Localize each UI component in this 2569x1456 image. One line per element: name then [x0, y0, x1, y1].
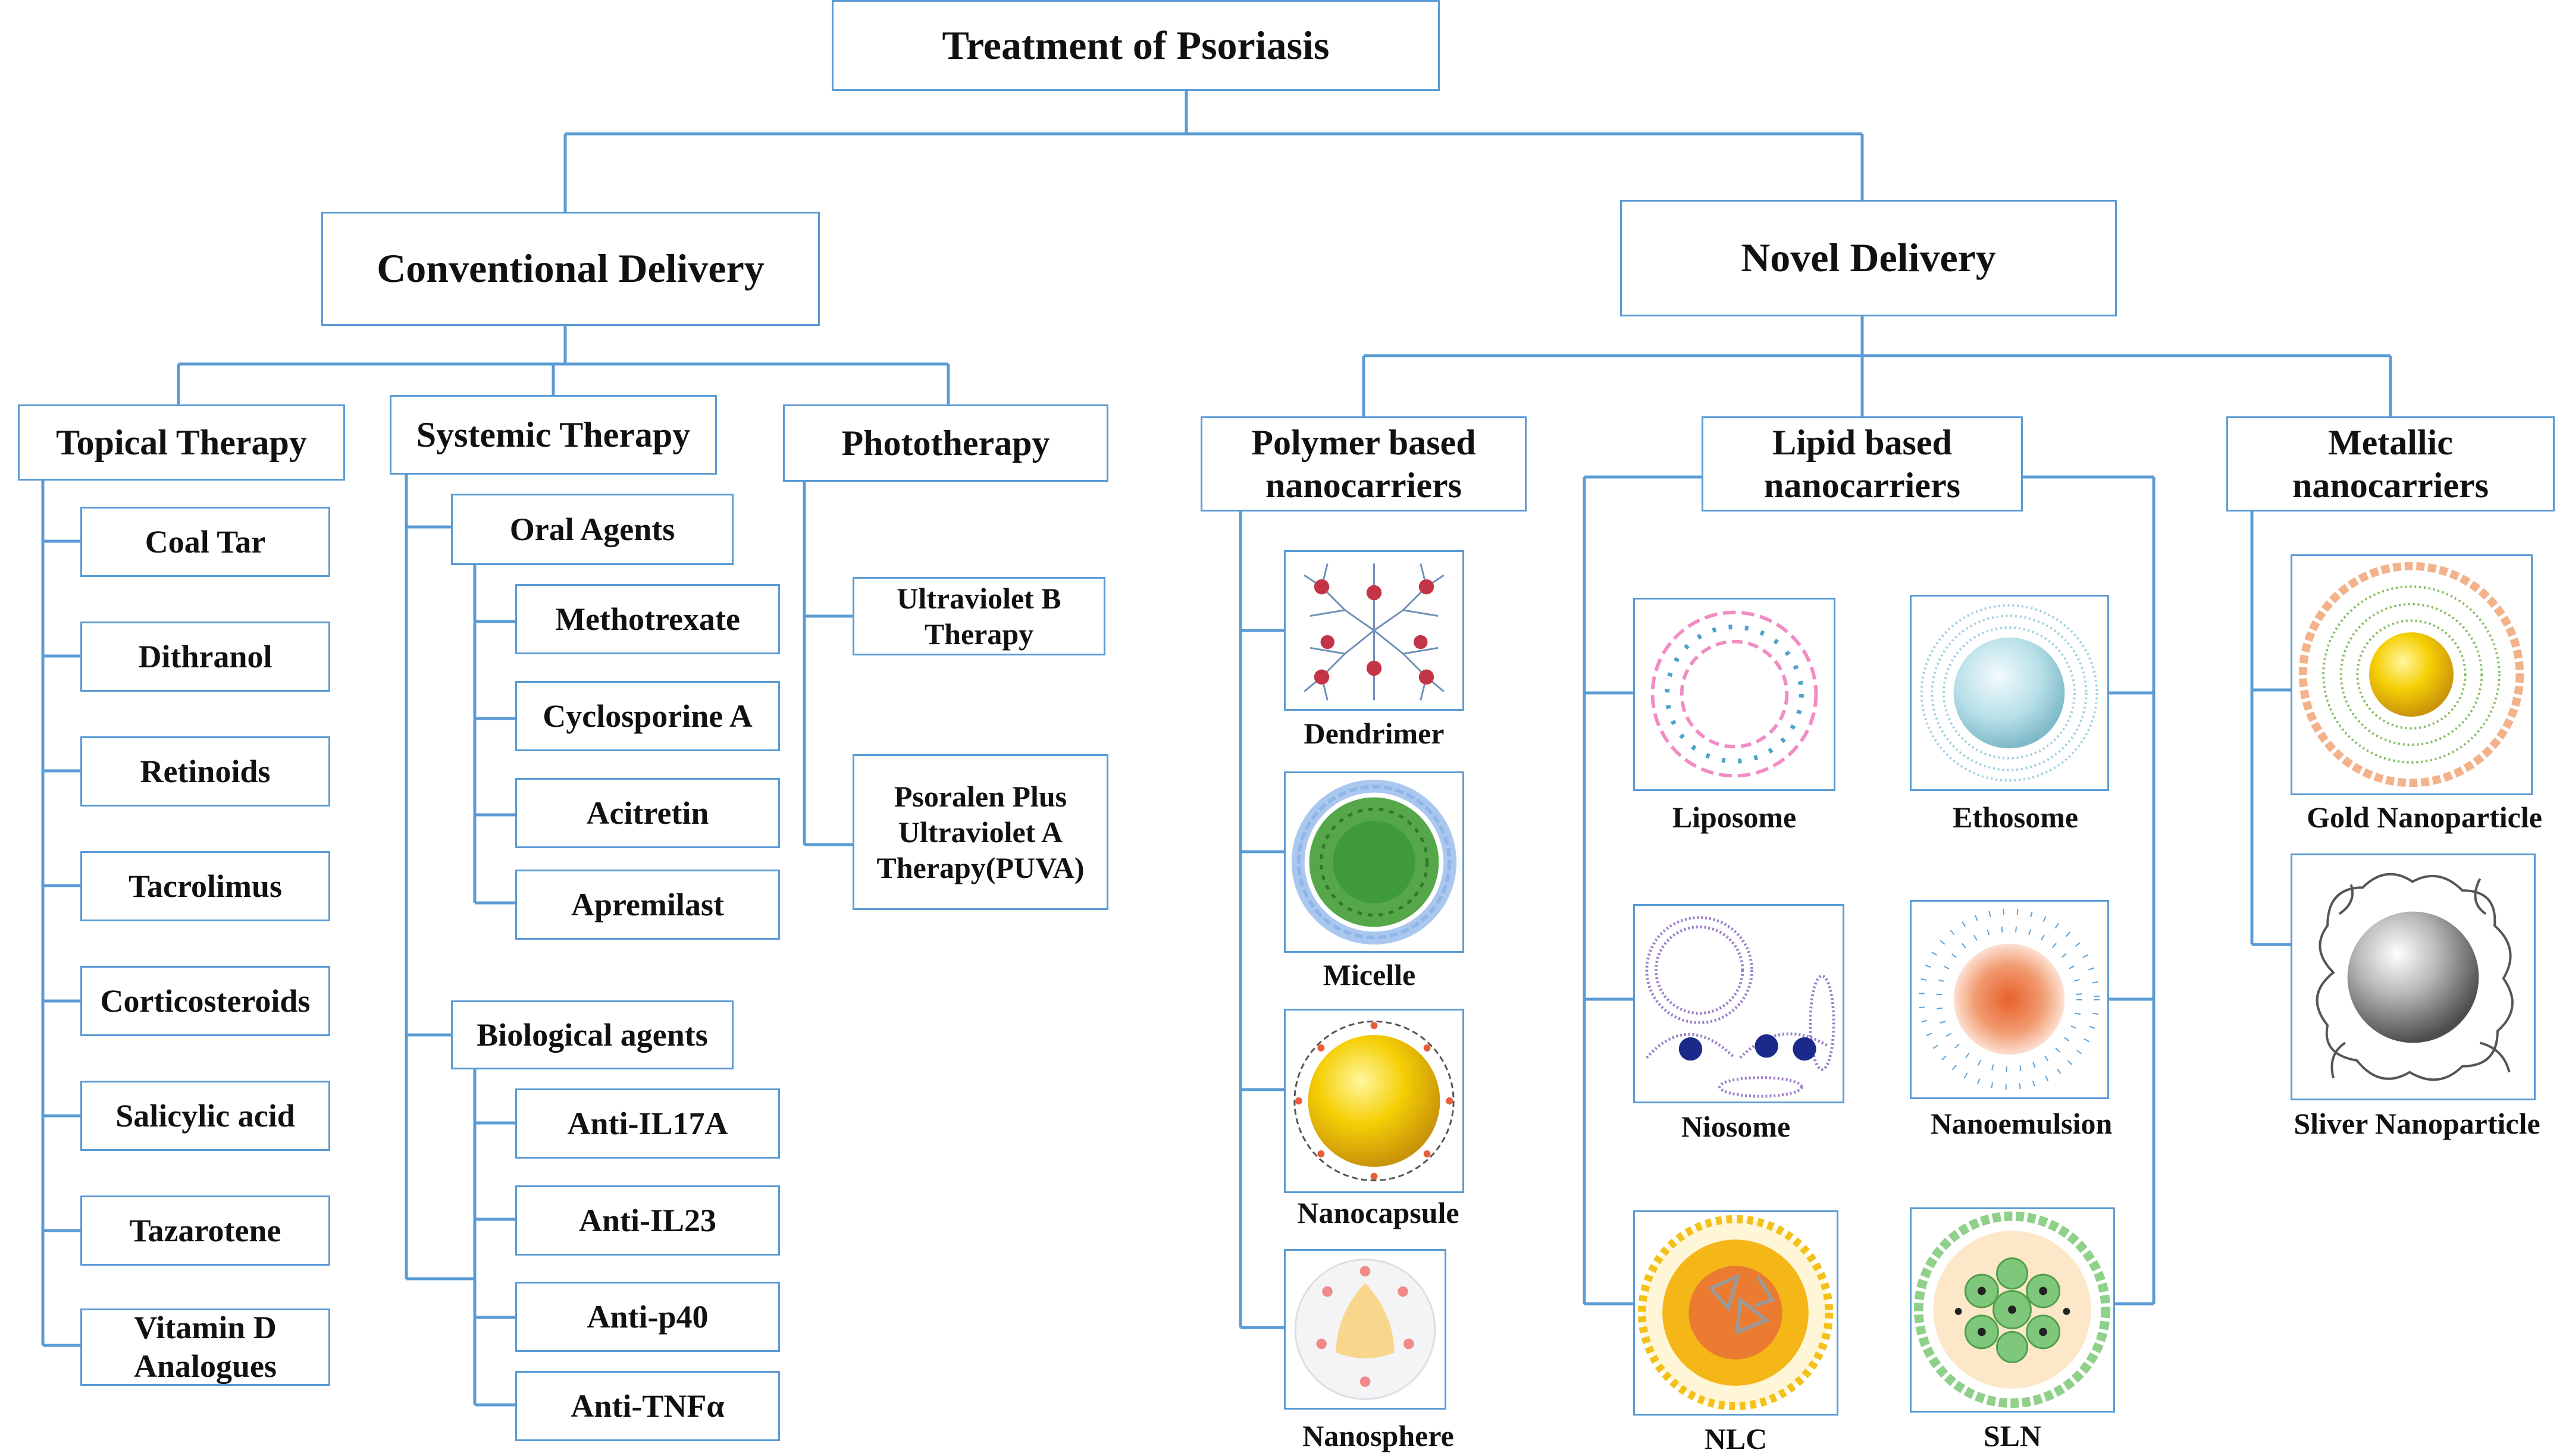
gold-nanoparticle-icon — [2298, 561, 2524, 787]
oral-agents-node: Oral Agents — [451, 494, 734, 565]
lipid-label-niosome: Niosome — [1681, 1110, 1791, 1143]
nanocapsule-image — [1284, 1009, 1464, 1193]
polymer-label-nanosphere: Nanosphere — [1302, 1419, 1454, 1452]
ethosome-image — [1910, 595, 2109, 791]
nanosphere-icon — [1294, 1259, 1436, 1400]
nanoemulsion-icon — [1918, 908, 2100, 1090]
phototherapy-node: Phototherapy — [783, 404, 1108, 482]
oral-item: Acitretin — [515, 778, 780, 848]
oral-item: Methotrexate — [515, 584, 780, 654]
nlc-icon — [1637, 1215, 1834, 1411]
micelle-icon — [1291, 779, 1457, 945]
liposome-icon — [1650, 610, 1818, 778]
lipid-label-nanoemulsion: Nanoemulsion — [1930, 1107, 2113, 1140]
oral-item: Apremilast — [515, 870, 780, 940]
metallic-nanocarriers-node: Metallic nanocarriers — [2226, 416, 2555, 512]
topical-item: Corticosteroids — [80, 966, 330, 1036]
topical-item: Coal Tar — [80, 507, 330, 577]
liposome-image — [1633, 598, 1835, 791]
topical-item: Salicylic acid — [80, 1081, 330, 1151]
polymer-label-nanocapsule: Nanocapsule — [1297, 1196, 1459, 1229]
micelle-image — [1284, 771, 1464, 953]
lipid-nanocarriers-node: Lipid based nanocarriers — [1702, 416, 2023, 512]
nlc-image — [1633, 1210, 1838, 1416]
silver-nanoparticle-image — [2291, 853, 2536, 1100]
metallic-label-gold: Gold Nanoparticle — [2307, 801, 2542, 834]
dendrimer-icon — [1304, 563, 1445, 701]
lipid-label-ethosome: Ethosome — [1952, 801, 2079, 834]
nanocapsule-icon — [1293, 1020, 1455, 1182]
silver-nanoparticle-icon — [2316, 873, 2514, 1081]
ethosome-icon — [1920, 604, 2098, 782]
biological-item: Anti-IL17A — [515, 1088, 780, 1159]
biological-item: Anti-TNFα — [515, 1371, 780, 1441]
polymer-nanocarriers-node: Polymer based nanocarriers — [1201, 416, 1527, 512]
topical-item: Retinoids — [80, 736, 330, 807]
topical-item: Vitamin D Analogues — [80, 1308, 330, 1386]
nanoemulsion-image — [1910, 900, 2109, 1099]
lipid-label-sln: SLN — [1983, 1419, 2042, 1452]
polymer-label-micelle: Micelle — [1323, 958, 1416, 991]
metallic-label-silver: Sliver Nanoparticle — [2294, 1107, 2540, 1140]
photo-item-uvb: Ultraviolet B Therapy — [853, 577, 1105, 655]
topical-item: Tazarotene — [80, 1195, 330, 1266]
dendrimer-image — [1284, 550, 1464, 711]
topical-therapy-node: Topical Therapy — [18, 404, 345, 481]
sln-image — [1910, 1207, 2115, 1413]
biological-item: Anti-IL23 — [515, 1185, 780, 1256]
root-title: Treatment of Psoriasis — [832, 0, 1440, 91]
niosome-image — [1633, 904, 1844, 1103]
niosome-icon — [1645, 916, 1835, 1098]
lipid-label-nlc: NLC — [1704, 1422, 1768, 1455]
biological-agents-node: Biological agents — [451, 1000, 734, 1069]
nanosphere-image — [1284, 1249, 1446, 1410]
systemic-therapy-node: Systemic Therapy — [390, 395, 717, 475]
gold-nanoparticle-image — [2291, 554, 2533, 795]
novel-delivery-node: Novel Delivery — [1620, 200, 2117, 316]
sln-icon — [1913, 1211, 2111, 1408]
conventional-delivery-node: Conventional Delivery — [321, 212, 820, 326]
oral-item: Cyclosporine A — [515, 681, 780, 751]
polymer-label-dendrimer: Dendrimer — [1304, 717, 1445, 750]
lipid-label-liposome: Liposome — [1672, 801, 1797, 834]
topical-item: Tacrolimus — [80, 851, 330, 921]
topical-item: Dithranol — [80, 622, 330, 692]
biological-item: Anti-p40 — [515, 1282, 780, 1352]
photo-item-puva: Psoralen Plus Ultraviolet A Therapy(PUVA… — [853, 754, 1108, 910]
